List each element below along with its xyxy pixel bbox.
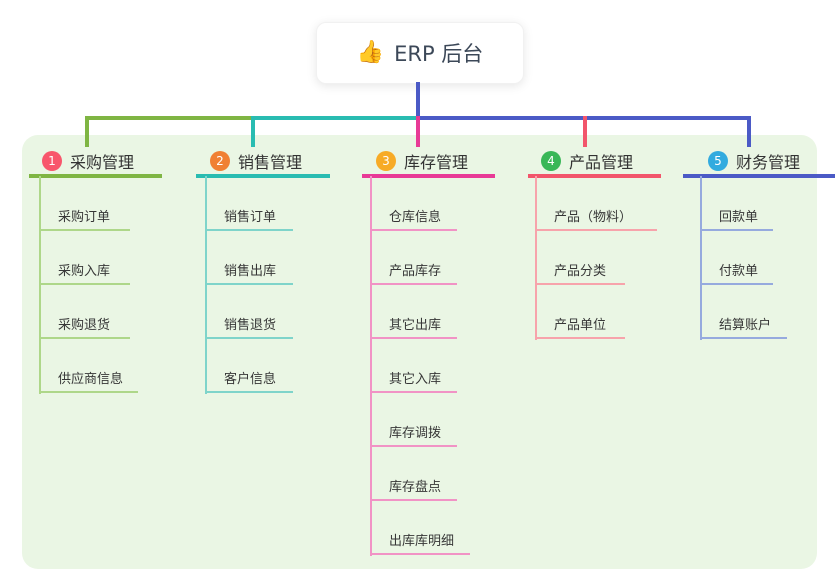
node-underline — [700, 229, 773, 231]
drop-branch-4 — [583, 116, 587, 147]
node-underline — [39, 283, 130, 285]
branch-node[interactable]: 仓库信息 — [389, 210, 442, 225]
node-underline — [205, 337, 293, 339]
branch-3-title[interactable]: 3 库存管理 — [376, 148, 468, 174]
branch-node[interactable]: 产品单位 — [554, 318, 607, 333]
branch-2-number-badge: 2 — [210, 151, 230, 171]
branch-1-underline — [29, 174, 162, 178]
node-underline — [205, 283, 293, 285]
branch-2-title[interactable]: 2 销售管理 — [210, 148, 302, 174]
branch-node[interactable]: 库存调拨 — [389, 426, 442, 441]
branch-node[interactable]: 库存盘点 — [389, 480, 442, 495]
node-underline — [535, 229, 657, 231]
node-underline — [205, 391, 293, 393]
drop-branch-3 — [416, 116, 420, 147]
branch-4-title[interactable]: 4 产品管理 — [541, 148, 633, 174]
drop-branch-2 — [251, 116, 255, 147]
node-underline — [370, 337, 457, 339]
root-node[interactable]: 👍 ERP 后台 — [316, 22, 524, 84]
branch-4-trunk-line — [535, 176, 537, 340]
branch-node[interactable]: 销售退货 — [224, 318, 277, 333]
node-underline — [700, 283, 773, 285]
branch-4-underline — [528, 174, 661, 178]
branch-1-label: 采购管理 — [70, 153, 135, 172]
connector-horizontal-teal — [253, 116, 418, 120]
branch-node[interactable]: 销售出库 — [224, 264, 277, 279]
branch-5-number-badge: 5 — [708, 151, 728, 171]
drop-branch-1 — [85, 116, 89, 147]
branch-5-trunk-line — [700, 176, 702, 340]
branch-node[interactable]: 结算账户 — [719, 318, 772, 333]
node-underline — [370, 445, 457, 447]
branch-node[interactable]: 采购退货 — [58, 318, 111, 333]
branch-2-trunk-line — [205, 176, 207, 394]
node-underline — [205, 229, 293, 231]
branch-3-trunk-line — [370, 176, 372, 556]
branch-node[interactable]: 其它出库 — [389, 318, 442, 333]
branch-1-number-badge: 1 — [42, 151, 62, 171]
branch-node[interactable]: 产品分类 — [554, 264, 607, 279]
branch-1-title[interactable]: 1 采购管理 — [42, 148, 134, 174]
node-underline — [39, 337, 130, 339]
branch-node[interactable]: 产品库存 — [389, 264, 442, 279]
node-underline — [39, 229, 130, 231]
branch-node[interactable]: 采购入库 — [58, 264, 111, 279]
branch-node[interactable]: 客户信息 — [224, 372, 277, 387]
branch-5-title[interactable]: 5 财务管理 — [708, 148, 800, 174]
node-underline — [370, 391, 457, 393]
node-underline — [535, 283, 625, 285]
branch-2-label: 销售管理 — [238, 153, 303, 172]
branch-4-label: 产品管理 — [569, 153, 634, 172]
branch-node[interactable]: 销售订单 — [224, 210, 277, 225]
node-underline — [370, 229, 457, 231]
node-underline — [370, 283, 457, 285]
branch-node[interactable]: 采购订单 — [58, 210, 111, 225]
node-underline — [535, 337, 625, 339]
branch-node[interactable]: 付款单 — [719, 264, 759, 279]
branch-4-number-badge: 4 — [541, 151, 561, 171]
node-underline — [370, 553, 470, 555]
node-underline — [700, 337, 787, 339]
node-underline — [370, 499, 457, 501]
branch-node[interactable]: 其它入库 — [389, 372, 442, 387]
branch-node[interactable]: 供应商信息 — [58, 372, 124, 387]
branch-3-label: 库存管理 — [404, 153, 469, 172]
branch-2-underline — [196, 174, 330, 178]
drop-branch-5 — [747, 116, 751, 147]
thumbs-up-icon: 👍 — [356, 40, 385, 65]
root-label: ERP 后台 — [394, 42, 484, 66]
node-underline — [39, 391, 138, 393]
root-connector-vertical — [416, 82, 420, 120]
branch-3-underline — [362, 174, 495, 178]
branch-node[interactable]: 回款单 — [719, 210, 759, 225]
connector-horizontal-green — [85, 116, 253, 120]
branch-5-label: 财务管理 — [736, 153, 801, 172]
branch-1-trunk-line — [39, 176, 41, 394]
branch-5-underline — [683, 174, 835, 178]
branch-node[interactable]: 出库库明细 — [389, 534, 455, 549]
branches-panel — [22, 135, 817, 569]
branch-node[interactable]: 产品（物料） — [554, 210, 633, 225]
branch-3-number-badge: 3 — [376, 151, 396, 171]
